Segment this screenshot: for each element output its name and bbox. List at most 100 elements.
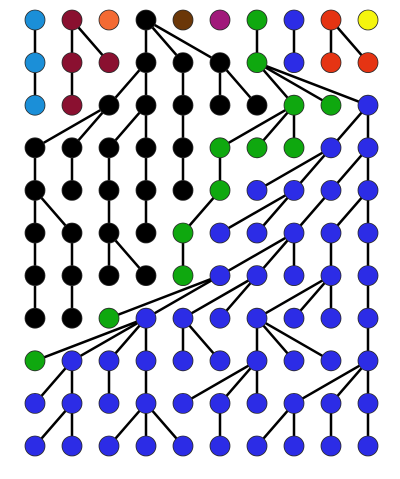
node-blue (283, 265, 305, 287)
node-black (135, 137, 157, 159)
node-black (98, 179, 120, 201)
node-blue (246, 222, 268, 244)
edge (255, 61, 370, 107)
node-blue (172, 435, 194, 457)
node-black (135, 94, 157, 116)
node-blue (357, 222, 379, 244)
node-blue (357, 435, 379, 457)
node-black (98, 137, 120, 159)
node-blue (320, 265, 342, 287)
node-blue (283, 179, 305, 201)
edge (181, 274, 259, 320)
node-lightblue (24, 94, 46, 116)
node-black (172, 52, 194, 73)
edge (33, 103, 111, 150)
node-blue (135, 307, 157, 329)
node-blue (320, 137, 342, 159)
node-black (61, 265, 83, 287)
node-layer (24, 9, 379, 457)
node-black (135, 179, 157, 201)
node-green (98, 307, 120, 329)
edge (255, 146, 333, 192)
node-black (24, 307, 46, 329)
node-blue (98, 392, 120, 414)
node-blue (98, 350, 120, 372)
node-blue (209, 307, 231, 329)
node-blue (283, 392, 305, 414)
node-blue (135, 435, 157, 457)
node-maroon (61, 9, 83, 31)
node-green (283, 94, 305, 116)
node-blue (283, 222, 305, 244)
node-blue (320, 350, 342, 372)
node-blue (209, 222, 231, 244)
edge (218, 189, 296, 235)
node-yellow (357, 9, 379, 31)
node-blue (172, 307, 194, 329)
node-black (24, 179, 46, 201)
node-blue (246, 307, 268, 329)
edge (107, 274, 222, 320)
node-lightblue (24, 52, 46, 73)
node-brown (172, 9, 194, 31)
node-black (246, 94, 268, 116)
node-green (283, 137, 305, 159)
node-blue (283, 52, 305, 73)
node-blue (209, 350, 231, 372)
node-blue (357, 392, 379, 414)
node-orange (98, 9, 120, 31)
node-blue (283, 307, 305, 329)
node-blue (283, 350, 305, 372)
edge (292, 359, 370, 405)
node-blue (320, 435, 342, 457)
node-maroon (61, 52, 83, 73)
node-blue (246, 435, 268, 457)
node-blue (246, 392, 268, 414)
node-maroon (98, 52, 120, 73)
node-black (61, 222, 83, 244)
node-black (172, 137, 194, 159)
node-green (246, 9, 268, 31)
node-blue (135, 392, 157, 414)
edge (33, 316, 148, 363)
node-black (61, 307, 83, 329)
node-black (135, 222, 157, 244)
node-red (320, 52, 342, 73)
edge (255, 61, 333, 107)
node-black (209, 94, 231, 116)
node-blue (61, 392, 83, 414)
node-blue (246, 350, 268, 372)
node-blue (209, 265, 231, 287)
node-blue (61, 350, 83, 372)
node-blue (98, 435, 120, 457)
node-blue (135, 350, 157, 372)
node-blue (357, 307, 379, 329)
node-black (61, 179, 83, 201)
node-black (98, 222, 120, 244)
node-blue (357, 265, 379, 287)
node-blue (209, 435, 231, 457)
node-blue (283, 9, 305, 31)
edge-layer (33, 18, 370, 448)
node-blue (283, 435, 305, 457)
node-black (172, 179, 194, 201)
edge (218, 103, 296, 150)
node-blue (172, 392, 194, 414)
node-blue (320, 222, 342, 244)
node-black (98, 94, 120, 116)
node-blue (357, 179, 379, 201)
node-black (172, 94, 194, 116)
edge (255, 316, 333, 363)
node-black (24, 222, 46, 244)
node-red (320, 9, 342, 31)
node-green (209, 137, 231, 159)
node-blue (320, 392, 342, 414)
edge (144, 18, 222, 64)
edge (218, 231, 296, 277)
node-blue (172, 350, 194, 372)
node-blue (61, 435, 83, 457)
edge (144, 274, 222, 320)
node-green (24, 350, 46, 372)
node-blue (24, 392, 46, 414)
